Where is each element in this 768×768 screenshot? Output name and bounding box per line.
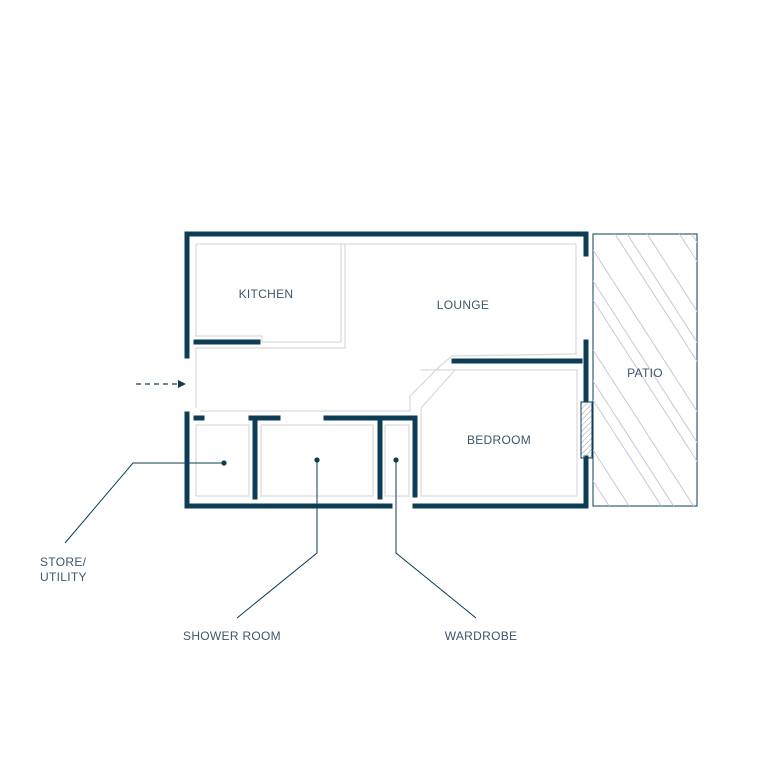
bedroom-label: BEDROOM bbox=[467, 433, 531, 447]
patio-hatching bbox=[593, 234, 697, 506]
bedroom-outline bbox=[420, 369, 578, 497]
wall-top-left bbox=[184, 231, 589, 359]
callout-dots bbox=[221, 457, 399, 466]
store-label-line1: STORE/ bbox=[40, 555, 87, 569]
lounge-inner-outline bbox=[196, 243, 577, 354]
store-callout-line bbox=[64, 462, 224, 544]
patio bbox=[592, 233, 698, 507]
kitchen-outline bbox=[195, 244, 342, 343]
wall-right-lower bbox=[412, 455, 589, 509]
kitchen-label: KITCHEN bbox=[239, 287, 294, 301]
hallway-line bbox=[200, 353, 578, 412]
entrance-arrow-icon bbox=[136, 380, 186, 388]
store-dot bbox=[221, 460, 227, 466]
lounge-wall-line bbox=[196, 244, 346, 349]
wardrobe-callout-line bbox=[395, 460, 477, 619]
shower-dot bbox=[314, 457, 320, 463]
shower-callout-line bbox=[236, 460, 318, 619]
bedroom-angled-wall bbox=[420, 369, 456, 409]
wardrobe-outline bbox=[384, 424, 410, 497]
shower-room-label: SHOWER ROOM bbox=[183, 629, 281, 643]
bedroom-window bbox=[580, 401, 593, 459]
wardrobe-label: WARDROBE bbox=[445, 629, 518, 643]
patio-label: PATIO bbox=[627, 366, 663, 380]
walls bbox=[184, 231, 589, 509]
patio-outline bbox=[592, 233, 698, 507]
store-outline bbox=[195, 424, 250, 497]
lounge-label: LOUNGE bbox=[437, 298, 489, 312]
wardrobe-dot bbox=[393, 457, 399, 463]
wall-bottom-left bbox=[184, 411, 393, 509]
callout-lines bbox=[64, 460, 477, 619]
store-label-line2: UTILITY bbox=[40, 570, 87, 584]
